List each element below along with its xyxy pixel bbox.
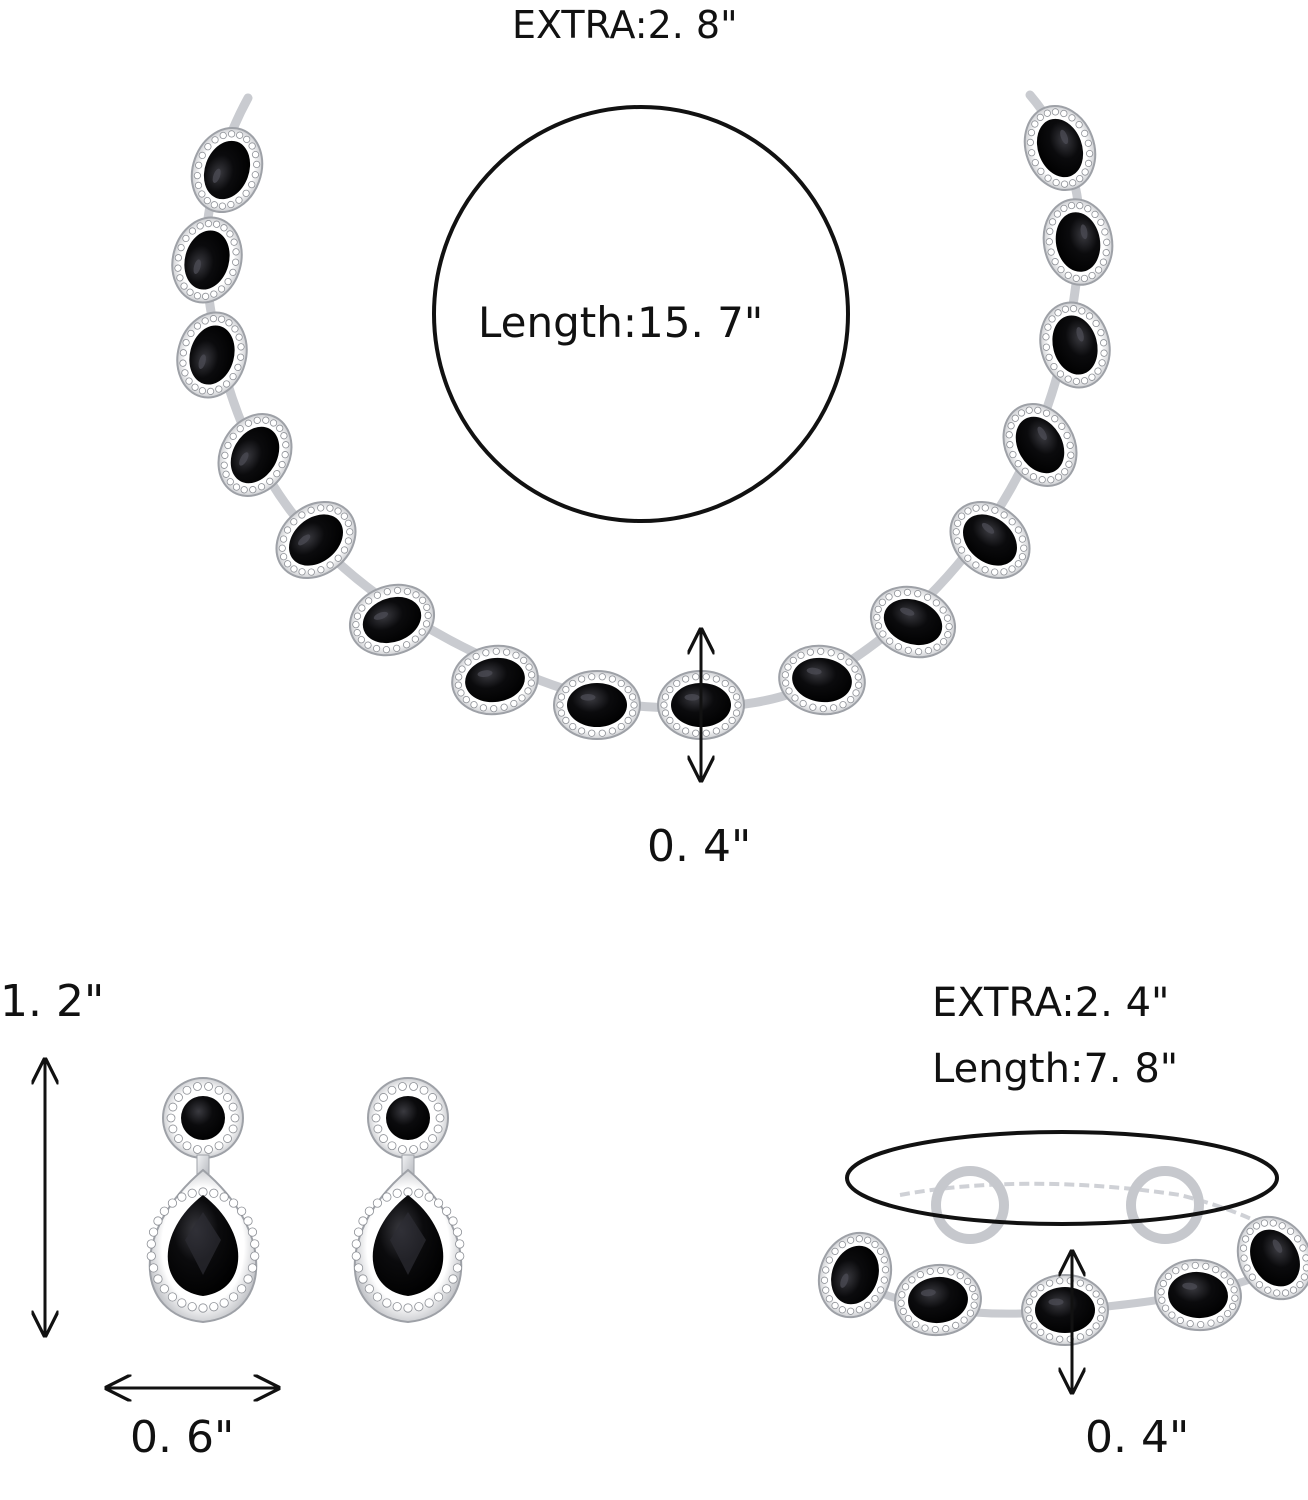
necklace-stone bbox=[1042, 198, 1114, 286]
necklace-stone bbox=[348, 583, 436, 657]
necklace-stone bbox=[171, 216, 243, 304]
earring-right bbox=[351, 1077, 465, 1324]
necklace-stone bbox=[190, 126, 264, 214]
bracelet-stone bbox=[817, 1231, 893, 1319]
necklace-extra-label: EXTRA:2. 8" bbox=[512, 3, 738, 47]
bracelet-width-label: 0. 4" bbox=[1085, 1412, 1190, 1463]
bracelet-setting bbox=[1126, 1166, 1204, 1244]
necklace-stone bbox=[217, 413, 293, 497]
necklace-width-label: 0. 4" bbox=[647, 821, 752, 872]
necklace bbox=[171, 90, 1114, 740]
necklace-stone bbox=[949, 501, 1031, 579]
necklace-stone bbox=[275, 501, 357, 579]
necklace-stone bbox=[1002, 403, 1078, 487]
bracelet-stones bbox=[817, 1166, 1308, 1346]
earring-left bbox=[146, 1077, 260, 1324]
necklace-stone bbox=[1023, 104, 1097, 192]
bracelet-stone bbox=[894, 1263, 982, 1337]
bracelet-stone bbox=[1236, 1215, 1308, 1301]
necklace-stone bbox=[553, 670, 641, 740]
necklace-stone bbox=[1039, 301, 1111, 389]
bracelet bbox=[817, 1166, 1308, 1346]
necklace-length-label: Length:15. 7" bbox=[478, 298, 764, 347]
bracelet-length-label: Length:7. 8" bbox=[932, 1046, 1179, 1092]
bracelet-setting bbox=[931, 1166, 1009, 1244]
necklace-stone bbox=[451, 644, 539, 716]
necklace-length-circle bbox=[432, 105, 850, 523]
bracelet-extender bbox=[899, 1181, 1292, 1242]
necklace-stones bbox=[171, 104, 1114, 740]
earring-width-label: 0. 6" bbox=[130, 1412, 235, 1463]
necklace-stone bbox=[869, 585, 957, 659]
bracelet-stone bbox=[1154, 1258, 1242, 1332]
earrings bbox=[146, 1077, 465, 1324]
earring-height-label: 1. 2" bbox=[0, 976, 105, 1027]
bracelet-stone bbox=[1021, 1274, 1109, 1346]
necklace-stone bbox=[778, 644, 866, 716]
bracelet-extra-label: EXTRA:2. 4" bbox=[932, 980, 1170, 1026]
necklace-stone bbox=[176, 311, 248, 399]
bracelet-length-ellipse bbox=[845, 1130, 1279, 1226]
